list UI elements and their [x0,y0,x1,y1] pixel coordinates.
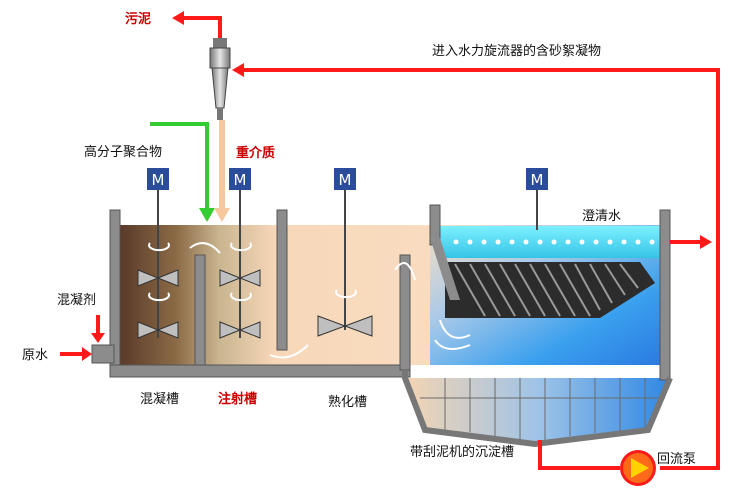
red-arrowheads [82,11,712,361]
raw-water-inlet [91,344,115,364]
sludge-label: 污泥 [125,11,151,27]
motor-icon: M [229,168,251,190]
scraper-grid [420,378,665,440]
polymer-label: 高分子聚合物 [84,144,162,160]
coagulant-label: 混凝剂 [57,292,96,308]
settler-baffle [430,238,460,300]
clear-water-dots [453,239,655,245]
recycle-label: 进入水力旋流器的含砂絮凝物 [432,43,601,59]
tank-walls [109,204,671,381]
coag-tank-label: 混凝槽 [140,391,179,407]
svg-text:M: M [339,171,352,189]
heavy-medium-line [214,120,230,222]
tank-liquid [120,225,430,365]
svg-text:M: M [152,171,165,189]
circulation-arrows [148,242,471,359]
hydrocyclone [209,38,231,120]
motor-icon: M [334,168,356,190]
svg-text:M: M [531,171,544,189]
recycle-pump-icon [620,450,656,486]
motor-icon: M [526,168,548,190]
settle-tank-label: 带刮泥机的沉淀槽 [410,444,514,460]
mature-tank-label: 熟化槽 [328,394,367,410]
svg-text:M: M [234,171,247,189]
lamella-plates [445,262,655,318]
raw-water-label: 原水 [22,348,48,363]
motor-icon: M [147,168,169,190]
polymer-feed-line [150,122,215,222]
settling-hopper [408,378,670,442]
inject-tank-label: 注射槽 [218,391,257,407]
hopper-wall [402,370,673,448]
mixers [137,190,538,339]
pump-label: 回流泵 [657,452,696,467]
clear-water-label: 澄清水 [582,209,621,224]
motor-icons: M M M M [147,168,548,190]
heavy-medium-label: 重介质 [236,145,275,161]
